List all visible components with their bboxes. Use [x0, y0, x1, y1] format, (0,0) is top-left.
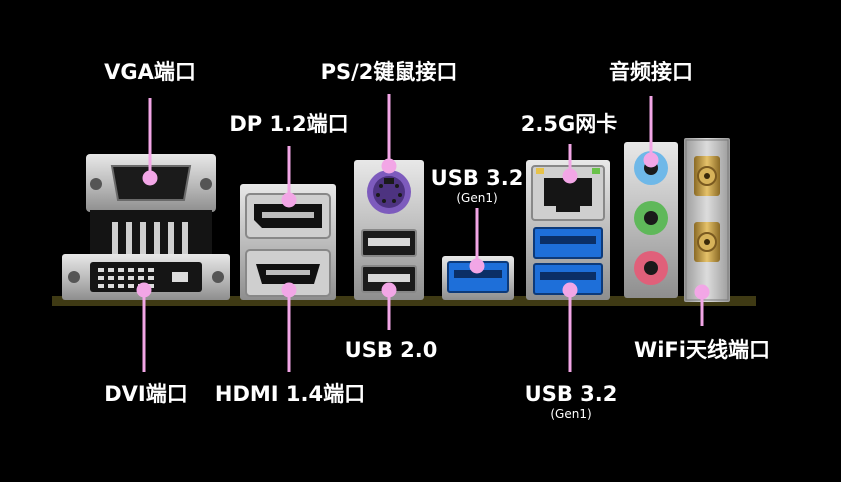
usb32-single-port [442, 256, 514, 300]
wifi-antenna-bracket [684, 138, 730, 302]
label-usb32-top: USB 3.2 [430, 166, 524, 190]
label-dp: DP 1.2端口 [229, 112, 349, 136]
label-dvi: DVI端口 [104, 382, 188, 406]
callout-dot-dp [281, 192, 297, 208]
label-ps2: PS/2键鼠接口 [320, 60, 458, 84]
dp-hdmi-block [240, 184, 336, 300]
label-hdmi: HDMI 1.4端口 [214, 382, 366, 406]
label-vga: VGA端口 [104, 60, 196, 84]
callout-dot-audio [643, 152, 659, 168]
dvi-port [62, 254, 230, 300]
label-usb32-bottom: USB 3.2 [524, 382, 618, 406]
audio-jacks [624, 142, 678, 298]
callout-dot-usb20 [381, 282, 397, 298]
callout-dot-ps2 [381, 158, 397, 174]
pcb-board [52, 296, 756, 306]
callout-dot-lan [562, 168, 578, 184]
callout-dot-hdmi [281, 282, 297, 298]
ps2-usb2-block [354, 160, 424, 300]
label-usb32-bottom-sub: (Gen1) [550, 407, 592, 421]
label-usb20: USB 2.0 [344, 338, 438, 362]
callout-dot-usb32-single [469, 258, 485, 274]
label-lan: 2.5G网卡 [520, 112, 618, 136]
label-usb32-top-sub: (Gen1) [456, 191, 498, 205]
callout-dot-dvi [136, 282, 152, 298]
lan-usb32-block [526, 160, 610, 300]
callout-dot-usb32-stack [562, 282, 578, 298]
label-audio: 音频接口 [609, 60, 693, 84]
label-wifi: WiFi天线端口 [634, 338, 770, 362]
callout-dot-vga [142, 170, 158, 186]
callout-dot-wifi [694, 284, 710, 300]
